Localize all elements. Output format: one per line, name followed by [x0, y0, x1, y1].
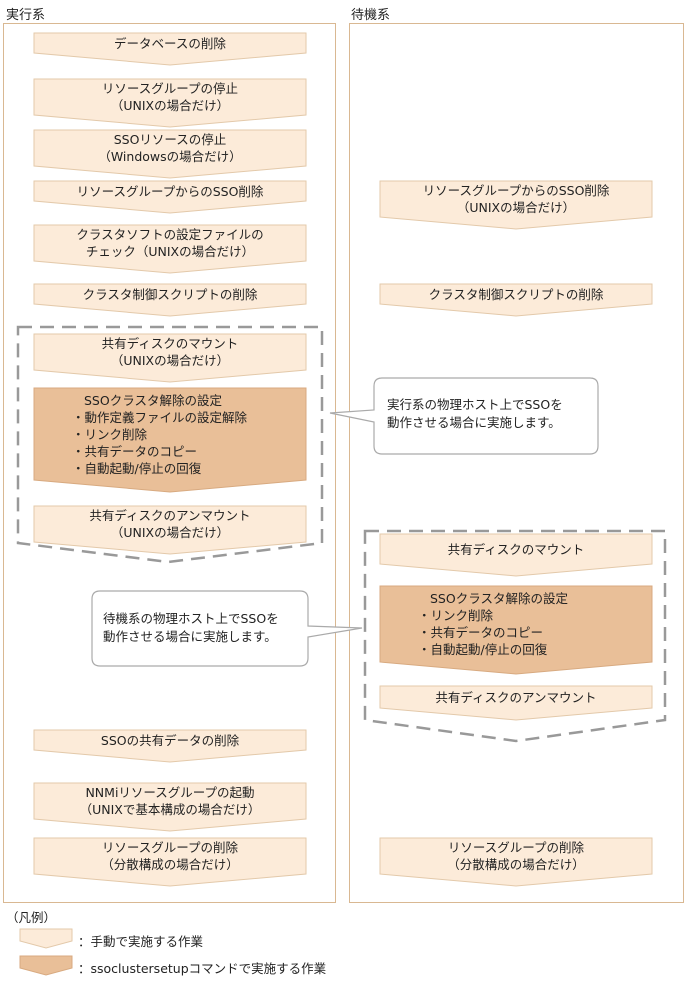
active-step-3-line-2: （Windowsの場合だけ） — [98, 149, 242, 164]
active-step-shape-12 — [33, 837, 307, 887]
legend-manual-label: ：手動で実施する作業 — [78, 934, 204, 949]
active-step-8-line-5: ・自動起動/停止の回復 — [72, 460, 202, 476]
active-step-8-line-4: ・共有データのコピー — [72, 443, 198, 459]
active-step-shape-1 — [33, 32, 307, 66]
active-step-shape-3 — [33, 129, 307, 179]
legend-title: （凡例） — [6, 910, 57, 925]
active-step-12: リソースグループの削除 （分散構成の場合だけ） — [34, 838, 306, 874]
legend-command-icon — [19, 955, 73, 976]
active-step-11: NNMiリソースグループの起動 （UNIXで基本構成の場合だけ） — [34, 783, 306, 819]
active-step-12-line-1: リソースグループの削除 — [101, 840, 239, 855]
standby-step-4-line-2: ・リンク削除 — [418, 608, 494, 623]
active-step-4-line-1: リソースグループからのSSO削除 — [76, 183, 264, 199]
active-step-shape-4 — [33, 180, 307, 214]
standby-step-shape-6 — [379, 837, 653, 887]
standby-step-4-line-4: ・自動起動/停止の回復 — [418, 642, 548, 657]
standby-note-callout — [91, 590, 363, 667]
standby-step-5-line-1: 共有ディスクのアンマウント — [435, 689, 597, 705]
active-step-5-line-1: クラスタソフトの設定ファイルの — [76, 227, 264, 242]
active-step-9-line-1: 共有ディスクのアンマウント — [89, 508, 251, 523]
active-step-shape-11 — [33, 782, 307, 832]
active-step-11-line-2: （UNIXで基本構成の場合だけ） — [79, 802, 261, 817]
legend-manual-icon — [19, 928, 73, 949]
active-step-1-line-1: データベースの削除 — [114, 35, 226, 51]
active-step-3-line-1: SSOリソースの停止 — [113, 132, 227, 147]
active-step-shape-7 — [33, 333, 307, 383]
standby-step-shape-4 — [379, 585, 653, 675]
standby-dashed-region — [363, 529, 667, 743]
active-step-1: データベースの削除 — [34, 33, 306, 53]
active-step-7: 共有ディスクのマウント （UNIXの場合だけ） — [34, 334, 306, 370]
standby-step-6-line-1: リソースグループの削除 — [447, 840, 585, 855]
active-step-shape-10 — [33, 729, 307, 763]
standby-step-3-line-1: 共有ディスクのマウント — [447, 541, 585, 557]
standby-step-4-line-3: ・共有データのコピー — [418, 625, 544, 640]
standby-panel — [349, 23, 684, 903]
standby-column-title: 待機系 — [351, 8, 391, 23]
active-step-5: クラスタソフトの設定ファイルのチェック（UNIXの場合だけ） — [34, 225, 306, 261]
standby-note-text: 待機系の物理ホスト上でSSOを 動作させる場合に実施します。 — [103, 611, 279, 644]
active-step-8-line-2: ・動作定義ファイルの設定解除 — [72, 409, 248, 425]
standby-step-2: クラスタ制御スクリプトの削除 — [380, 284, 652, 304]
active-step-shape-9 — [33, 505, 307, 555]
active-step-2-line-2: （UNIXの場合だけ） — [110, 98, 230, 113]
active-dashed-region — [16, 325, 324, 564]
standby-step-shape-3 — [379, 533, 653, 577]
active-step-shape-5 — [33, 224, 307, 274]
active-step-shape-6 — [33, 283, 307, 317]
active-step-9-line-2: （UNIXの場合だけ） — [110, 525, 230, 540]
standby-step-1-line-1: リソースグループからのSSO削除 — [422, 183, 610, 198]
active-step-10: SSOの共有データの削除 — [34, 730, 306, 750]
standby-step-3: 共有ディスクのマウント — [380, 534, 652, 564]
legend-command-label: ：ssoclustersetupコマンドで実施する作業 — [78, 961, 327, 976]
active-step-8: SSOクラスタ解除の設定・動作定義ファイルの設定解除・リンク削除・共有データのコ… — [72, 388, 306, 480]
standby-step-1: リソースグループからのSSO削除 （UNIXの場合だけ） — [380, 181, 652, 217]
standby-step-4-line-1: SSOクラスタ解除の設定 — [430, 591, 568, 606]
standby-step-1-line-2: （UNIXの場合だけ） — [456, 200, 576, 215]
standby-step-6: リソースグループの削除 （分散構成の場合だけ） — [380, 838, 652, 874]
standby-step-2-line-1: クラスタ制御スクリプトの削除 — [428, 286, 604, 302]
active-step-2: リソースグループの停止 （UNIXの場合だけ） — [34, 79, 306, 115]
active-step-shape-2 — [33, 78, 307, 128]
active-step-4: リソースグループからのSSO削除 — [34, 181, 306, 201]
active-column-title: 実行系 — [6, 8, 46, 23]
active-step-6: クラスタ制御スクリプトの削除 — [34, 284, 306, 304]
active-step-6-line-1: クラスタ制御スクリプトの削除 — [82, 286, 258, 302]
active-step-2-line-1: リソースグループの停止 — [101, 81, 239, 96]
active-step-shape-8 — [33, 387, 307, 493]
active-step-12-line-2: （分散構成の場合だけ） — [101, 857, 239, 872]
active-step-8-line-1: SSOクラスタ解除の設定 — [84, 392, 222, 408]
active-step-9: 共有ディスクのアンマウント （UNIXの場合だけ） — [34, 506, 306, 542]
active-step-5-line-2: チェック（UNIXの場合だけ） — [85, 244, 255, 259]
active-note-callout — [329, 377, 599, 455]
active-step-3: SSOリソースの停止 （Windowsの場合だけ） — [34, 130, 306, 166]
active-step-8-line-3: ・リンク削除 — [72, 426, 148, 442]
standby-step-shape-2 — [379, 283, 653, 317]
standby-step-4: SSOクラスタ解除の設定・リンク削除・共有データのコピー・自動起動/停止の回復 — [418, 586, 652, 662]
active-note-text: 実行系の物理ホスト上でSSOを 動作させる場合に実施します。 — [387, 397, 563, 430]
standby-step-shape-1 — [379, 180, 653, 230]
standby-step-shape-5 — [379, 685, 653, 721]
active-step-10-line-1: SSOの共有データの削除 — [100, 732, 240, 748]
standby-step-5: 共有ディスクのアンマウント — [380, 686, 652, 708]
active-step-11-line-1: NNMiリソースグループの起動 — [85, 785, 255, 800]
active-step-7-line-1: 共有ディスクのマウント — [101, 336, 239, 351]
active-step-7-line-2: （UNIXの場合だけ） — [110, 353, 230, 368]
standby-step-6-line-2: （分散構成の場合だけ） — [447, 857, 585, 872]
